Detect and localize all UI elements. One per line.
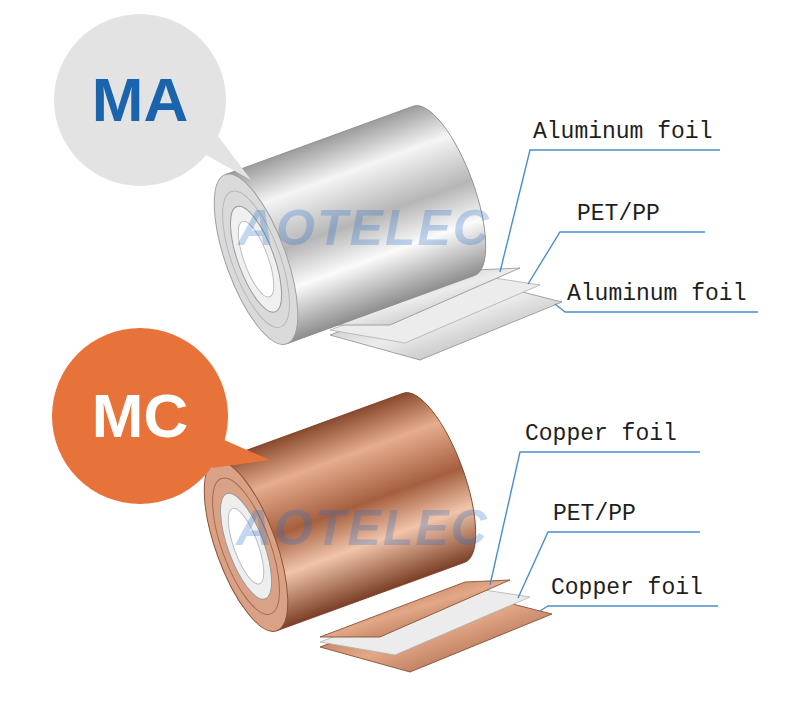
- layer-label: Aluminum foil: [533, 119, 712, 145]
- leader-line: [500, 150, 720, 272]
- layer-label: PET/PP: [577, 201, 660, 227]
- layer-label: Copper foil: [525, 421, 677, 447]
- watermark: AOTELEC: [238, 200, 491, 258]
- leader-lines: [490, 150, 758, 611]
- foil-roll: [197, 96, 503, 354]
- leader-line: [528, 232, 705, 284]
- leader-line: [490, 452, 700, 585]
- bubble-title: MA: [92, 69, 188, 131]
- speech-bubble: MC: [52, 328, 228, 504]
- watermark: AOTELEC: [236, 500, 489, 558]
- foil-roll: [187, 383, 493, 641]
- bubble-circle: [54, 14, 226, 186]
- leader-line: [540, 606, 718, 611]
- speech-bubble: MA: [54, 14, 226, 186]
- layer-label: Aluminum foil: [567, 281, 746, 307]
- bubble-title: MC: [92, 385, 188, 447]
- bubble-circle: [52, 328, 228, 504]
- layer-label: Copper foil: [551, 575, 703, 601]
- layer-label: PET/PP: [553, 501, 636, 527]
- roll-end: [197, 164, 315, 354]
